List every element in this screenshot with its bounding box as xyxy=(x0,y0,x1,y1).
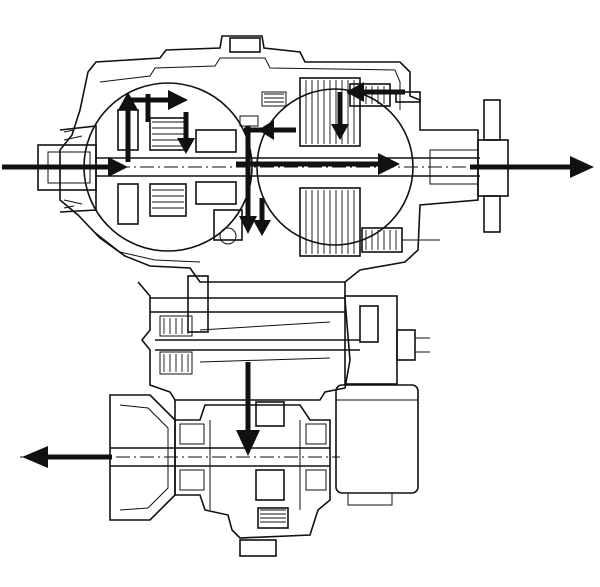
chain-drop-arrow xyxy=(236,362,260,456)
rear-output-arrow xyxy=(470,156,594,178)
front-output-yoke xyxy=(20,394,340,521)
upper-housing xyxy=(59,35,479,283)
through-arrow xyxy=(236,153,400,175)
clutch-flow-arrows xyxy=(253,82,405,236)
top-plugs xyxy=(229,37,287,127)
chain-housing xyxy=(137,275,360,401)
input-arrow xyxy=(2,157,128,177)
shift-actuator xyxy=(335,295,430,506)
planetary-gearset xyxy=(117,109,243,245)
lower-housing xyxy=(174,400,331,557)
power-flow-arrows xyxy=(2,82,594,468)
planetary-flow-arrows xyxy=(118,90,296,234)
front-output-arrow xyxy=(22,446,112,468)
